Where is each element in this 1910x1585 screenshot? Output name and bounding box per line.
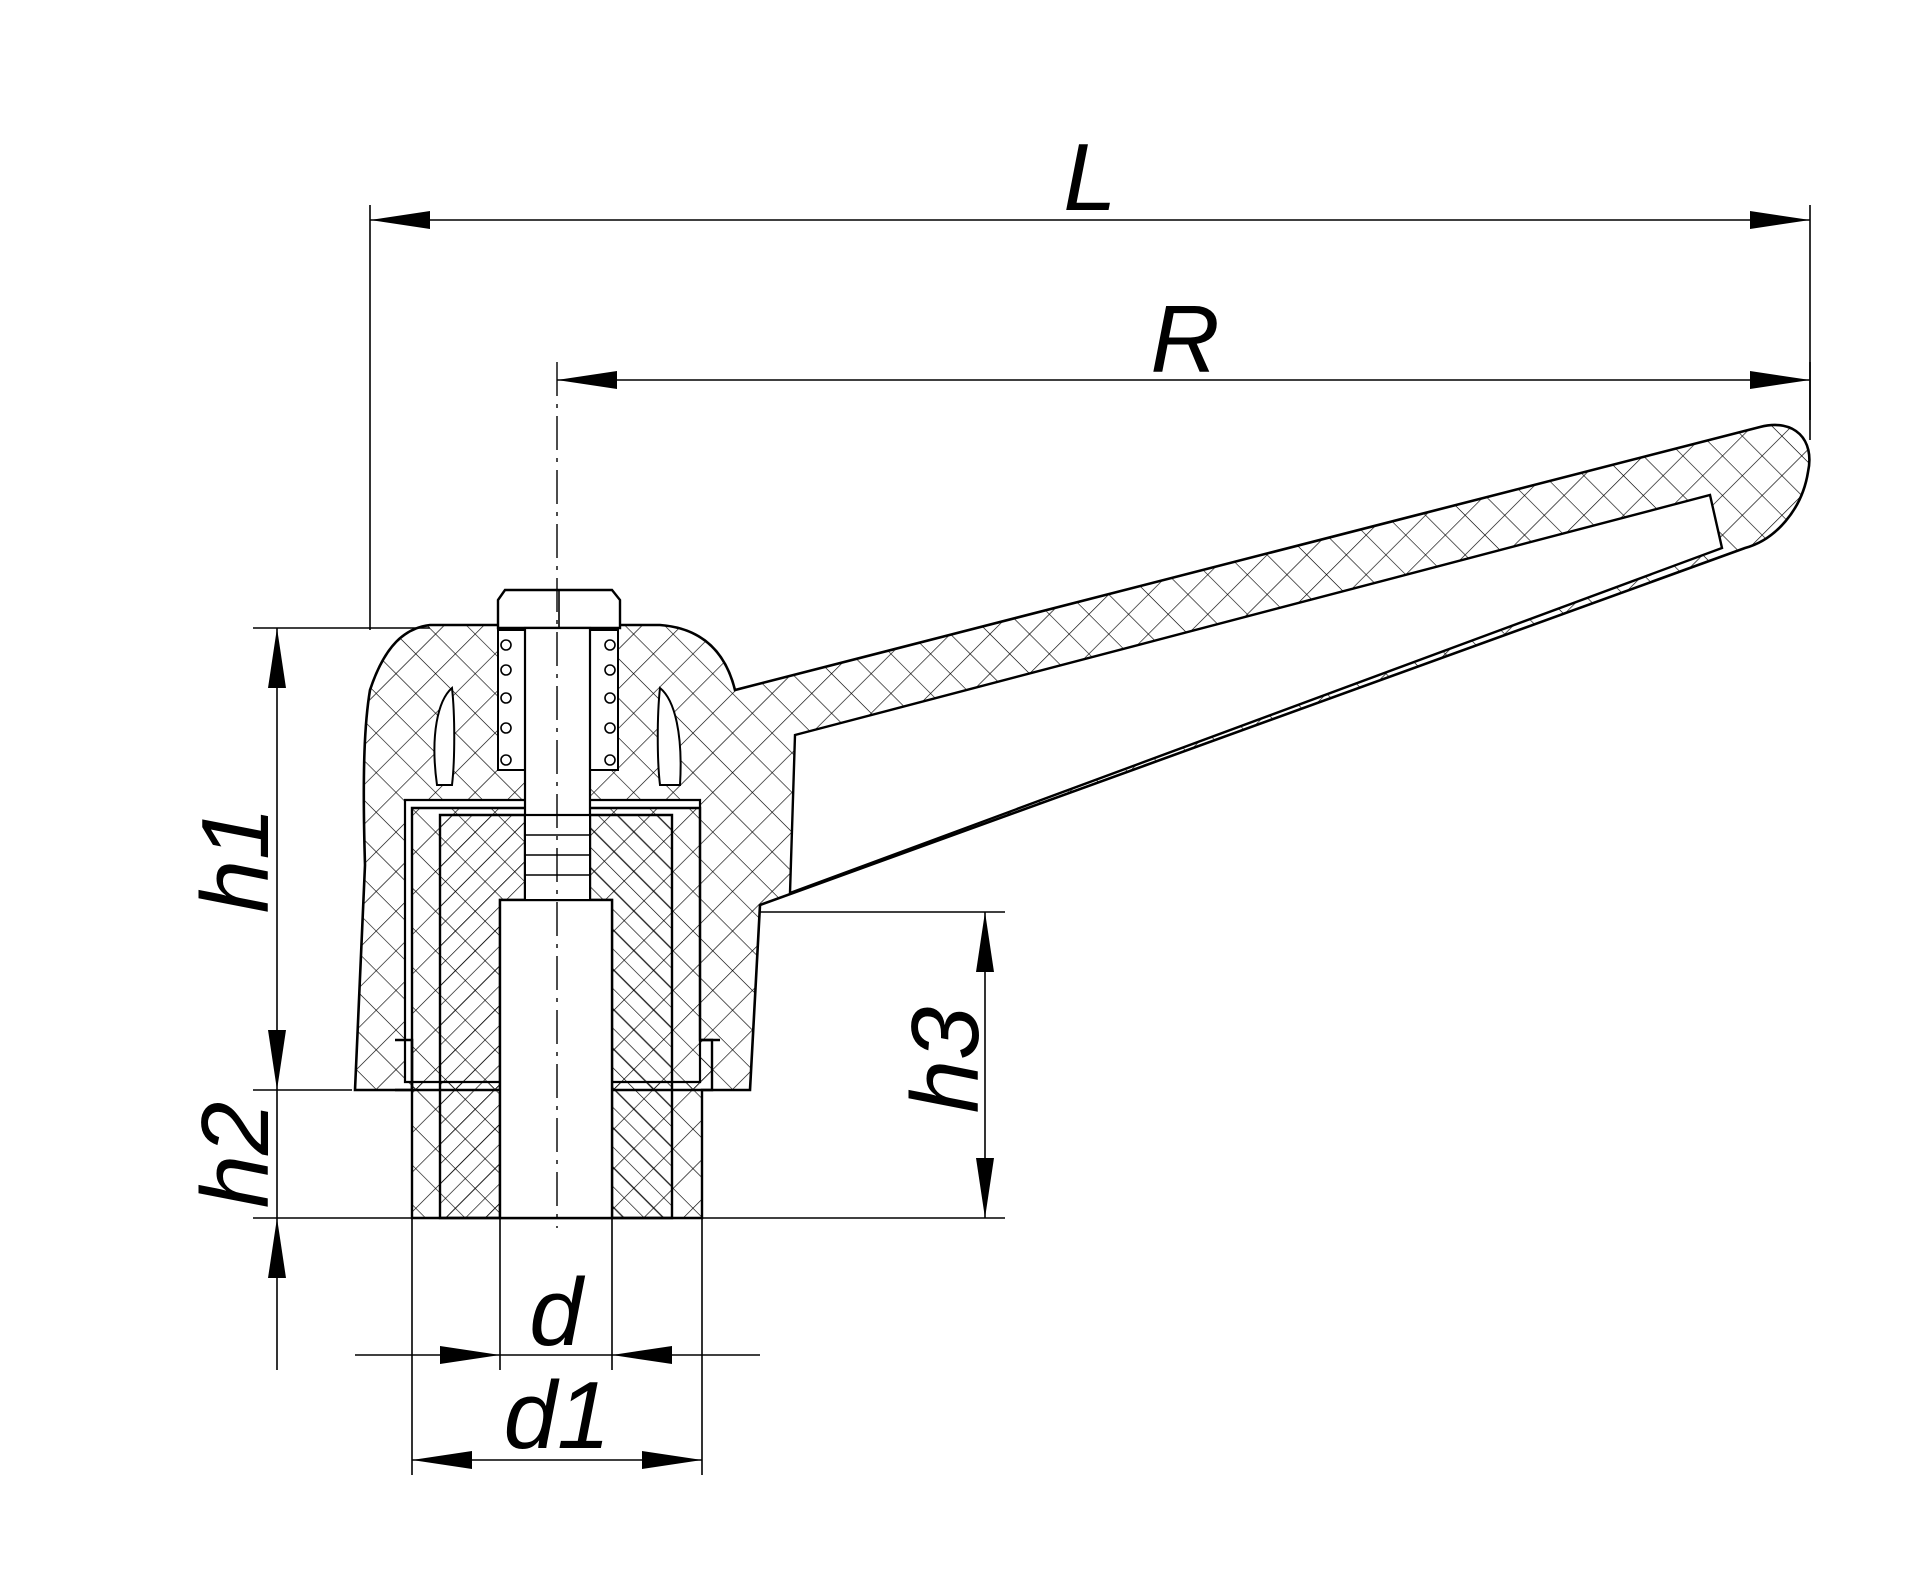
threaded-insert [395,806,720,1220]
dimension-h2: h2 [182,1090,412,1370]
dimension-h3: h3 [702,911,1005,1219]
dimension-d1: d1 [411,1218,703,1475]
right-fin [656,686,682,786]
spring [500,639,616,766]
label-h2: h2 [182,1102,289,1209]
dimension-R: R [557,286,1811,420]
dimension-h1: h1 [182,627,430,1091]
label-h1: h1 [182,807,289,914]
label-d: d [529,1259,585,1366]
label-d1: d1 [504,1362,611,1469]
left-fin [433,686,456,786]
label-L: L [1063,124,1116,231]
lever-hollow [788,493,1724,895]
label-R: R [1150,286,1219,393]
dimension-d: d [355,1218,760,1370]
label-h3: h3 [892,1007,999,1114]
bore [498,898,614,1220]
